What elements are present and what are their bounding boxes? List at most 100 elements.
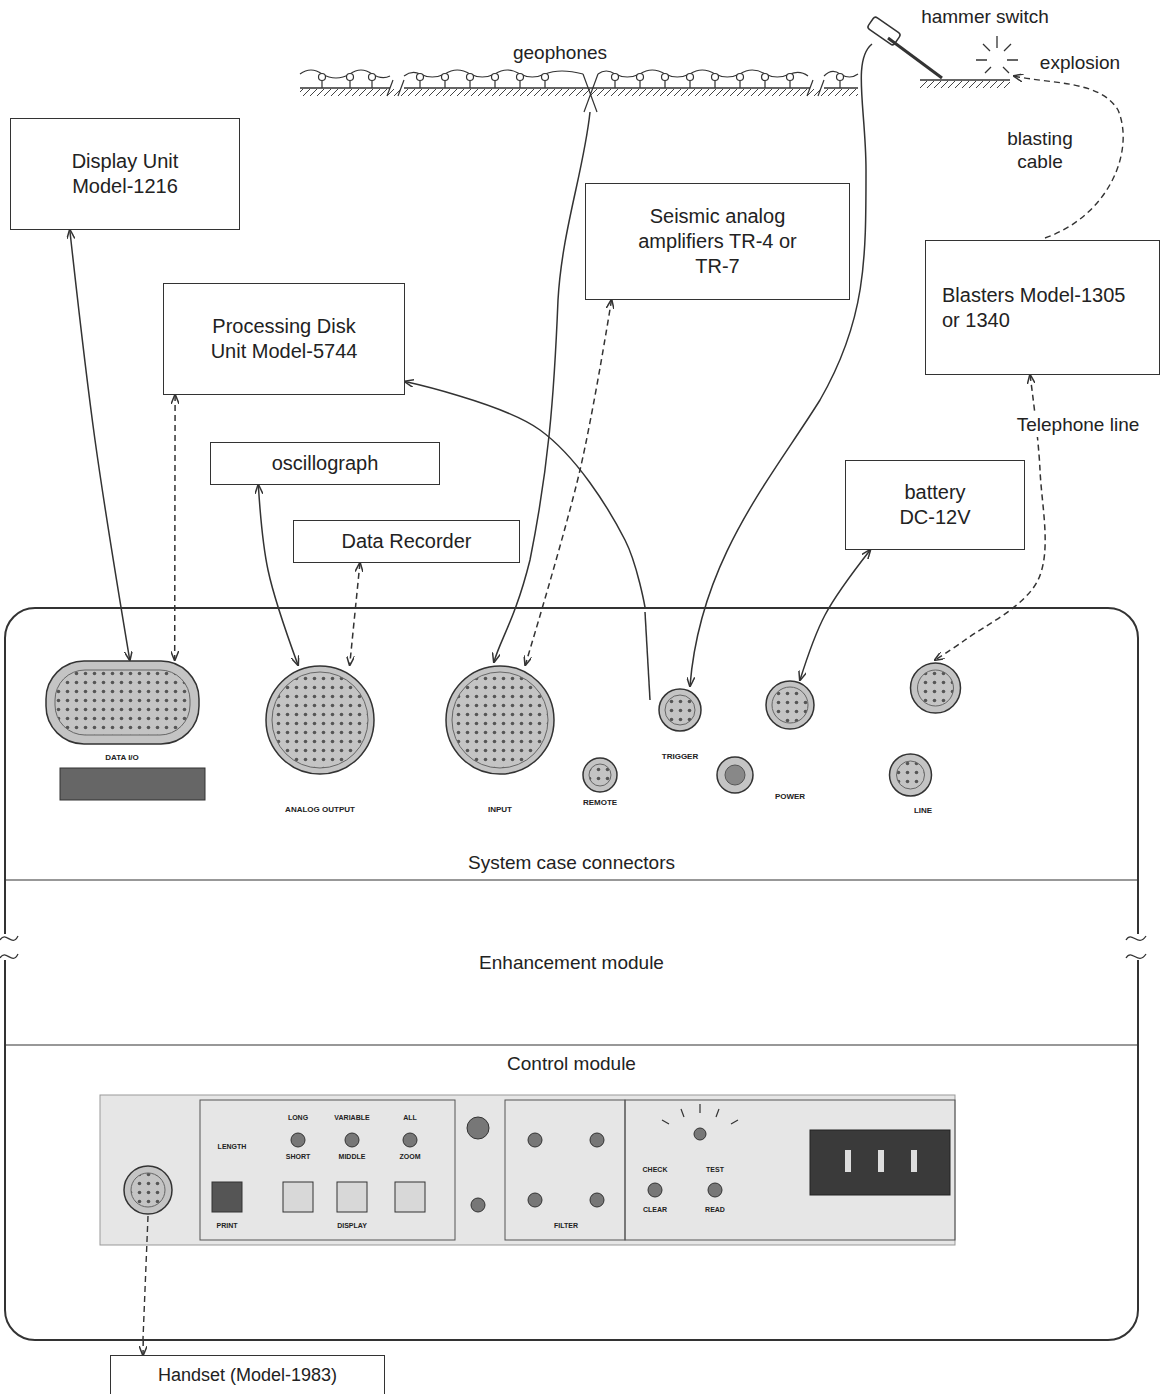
- device-box: Processing Disk Unit Model-5744: [163, 283, 405, 395]
- socket-pins: [452, 672, 548, 768]
- push-button: [212, 1182, 242, 1212]
- socket-shell: [910, 663, 960, 713]
- connector: [142, 1340, 144, 1355]
- readout-window: [810, 1130, 950, 1195]
- node-label: POWER: [775, 792, 805, 801]
- node-label: INPUT: [488, 805, 512, 814]
- geophone: [662, 74, 669, 81]
- ground-line: [300, 87, 858, 89]
- connector: [258, 485, 298, 665]
- twisted-pair: [583, 74, 598, 112]
- node-label: battery DC-12V: [888, 480, 983, 530]
- connector: [800, 550, 870, 680]
- device-box: Blasters Model-1305 or 1340: [925, 240, 1160, 375]
- geophone: [787, 74, 794, 81]
- dial-ticks: [662, 1104, 738, 1124]
- control-panel: [100, 1095, 955, 1245]
- node-label: oscillograph: [272, 451, 379, 476]
- panel-label: TEST: [706, 1166, 724, 1174]
- handset-box: Handset (Model-1983): [110, 1355, 385, 1394]
- geophone: [762, 74, 769, 81]
- break-mark: [387, 80, 824, 96]
- geophone: [737, 74, 744, 81]
- panel-label: ALL: [403, 1114, 417, 1122]
- fuse-holder: [717, 757, 753, 793]
- geophone: [442, 74, 449, 81]
- node-label: Processing Disk Unit Model-5744: [204, 314, 364, 364]
- panel-label: READ: [705, 1206, 725, 1214]
- device-box: Seismic analog amplifiers TR-4 or TR-7: [585, 183, 850, 300]
- device-box: Data Recorder: [293, 520, 520, 563]
- system-case: [5, 608, 1138, 1340]
- readout-digit: [878, 1150, 884, 1172]
- socket-pins: [917, 670, 953, 706]
- socket-pins: [772, 687, 808, 723]
- push-button: [395, 1182, 425, 1212]
- connector-socket: ANALOG OUTPUT: [265, 665, 375, 814]
- toggle-switch: [590, 1133, 604, 1147]
- socket-shape: [658, 688, 702, 732]
- connector: [70, 230, 130, 660]
- geophone: [712, 74, 719, 81]
- socket-shape: [765, 680, 815, 730]
- node-label: LINE: [914, 806, 932, 815]
- connector: [174, 395, 176, 660]
- rotary-switch: [694, 1128, 706, 1140]
- geophone: [517, 74, 524, 81]
- socket-pins: [665, 695, 695, 725]
- connector-socket: INPUT: [445, 665, 555, 814]
- node-label: ANALOG OUTPUT: [285, 805, 355, 814]
- geophone: [837, 74, 844, 81]
- geophone: [492, 74, 499, 81]
- device-box: oscillograph: [210, 442, 440, 485]
- node-label: Control module: [507, 1053, 636, 1075]
- connector: [525, 300, 611, 665]
- socket-shape: [45, 660, 200, 745]
- connector-label: REMOTE: [583, 798, 617, 808]
- toggle-switch: [471, 1198, 485, 1212]
- connector-socket: TRIGGER: [658, 688, 702, 761]
- geophone: [687, 74, 694, 81]
- toggle-switch: [708, 1183, 722, 1197]
- geophone-stem: [322, 81, 840, 88]
- geophone: [347, 74, 354, 81]
- socket-shell: [266, 666, 374, 774]
- connector-socket: POWER: [765, 680, 815, 801]
- socket-shell: [46, 661, 199, 744]
- model-plate: [60, 768, 205, 800]
- node-label: Display Unit Model-1216: [45, 149, 205, 199]
- caption-label: hammer switch: [921, 6, 1049, 29]
- panel-group: [200, 1100, 455, 1240]
- geophone: [542, 74, 549, 81]
- handset-socket: [124, 1166, 172, 1214]
- panel-label: MIDDLE: [339, 1153, 366, 1161]
- hammer-head: [867, 16, 901, 46]
- ground-hatch: [920, 81, 1010, 88]
- socket-shape: [885, 660, 962, 800]
- remote-socket-pins: [589, 764, 611, 786]
- geophone: [637, 74, 644, 81]
- panel-label: PRINT: [217, 1222, 238, 1230]
- module-band: Enhancement module: [5, 880, 1138, 1045]
- socket-pins: [272, 672, 368, 768]
- fuse-cap: [725, 765, 745, 785]
- caption-label: geophones: [513, 42, 607, 65]
- socket-shell: [659, 689, 701, 731]
- connector: [405, 382, 645, 608]
- toggle-switch: [590, 1193, 604, 1207]
- toggle-switch: [291, 1133, 305, 1147]
- socket-shell: [766, 681, 814, 729]
- handset-socket-pins: [131, 1173, 165, 1207]
- device-box: Display Unit Model-1216: [10, 118, 240, 230]
- push-button: [283, 1182, 313, 1212]
- geophone-cable: [300, 70, 858, 78]
- module-band: Control module: [5, 1045, 1138, 1340]
- disk-link-wire: [645, 612, 650, 700]
- panel-label: LONG: [288, 1114, 308, 1122]
- geophone: [319, 74, 326, 81]
- hammer-handle: [888, 38, 942, 78]
- toggle-switch: [345, 1133, 359, 1147]
- module-band: System case connectorsDATA I/OANALOG OUT…: [5, 608, 1138, 880]
- ground-line: [920, 79, 1010, 81]
